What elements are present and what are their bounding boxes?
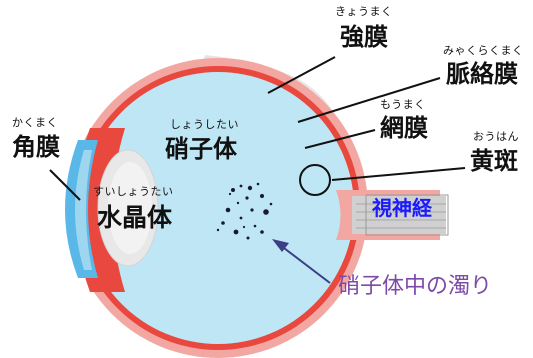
cornea-reading: かくまく	[12, 116, 58, 129]
lens-reading: すいしょうたい	[93, 185, 174, 198]
optic-nerve	[336, 190, 449, 240]
macula-label: 黄斑	[470, 147, 518, 175]
vitreous-reading: しょうしたい	[170, 118, 239, 131]
callout-lines	[49, 56, 466, 201]
retina-reading: もうまく	[380, 98, 426, 111]
sclera-reading: きょうまく	[335, 5, 393, 18]
callout-retina	[304, 129, 376, 149]
callout-choroid	[297, 77, 441, 123]
macula-reading: おうはん	[473, 130, 519, 143]
cornea-label: 角膜	[12, 133, 60, 161]
choroid-reading: みゃくらくまく	[443, 44, 524, 57]
macula-circle	[299, 164, 331, 196]
vitreous-floaters	[216, 182, 273, 240]
opacity-arrow	[272, 239, 331, 284]
lens-label: 水晶体	[97, 203, 173, 232]
lens-inner	[108, 162, 152, 254]
optic-nerve-label: 視神経	[372, 196, 432, 220]
vitreous-opacity-label: 硝子体中の濁り	[338, 274, 493, 299]
sclera-label: 強膜	[340, 23, 388, 51]
vitreous-body	[82, 72, 354, 344]
callout-sclera	[267, 56, 336, 94]
retina-label: 網膜	[380, 114, 428, 142]
vitreous-label: 硝子体	[165, 135, 237, 163]
callout-cornea	[49, 169, 81, 201]
choroid-label: 脈絡膜	[446, 60, 518, 88]
callout-macula	[331, 167, 466, 181]
